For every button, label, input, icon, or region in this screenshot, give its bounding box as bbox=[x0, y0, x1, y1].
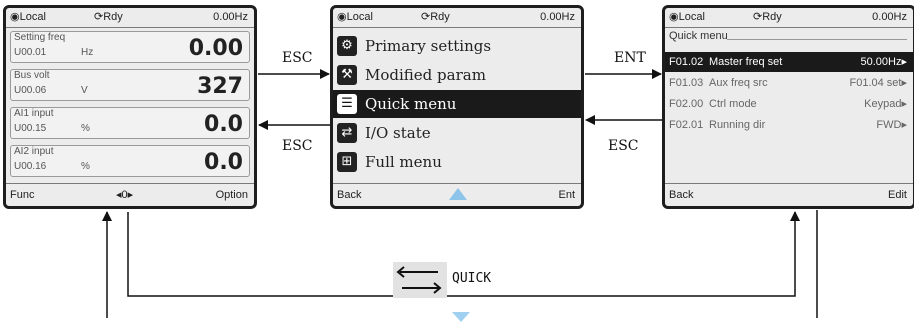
softkey-bar: Back Ent bbox=[333, 183, 581, 206]
monitor-label: Setting freq bbox=[14, 32, 66, 43]
param-name: Ctrl mode bbox=[709, 98, 757, 110]
mode-text: Local bbox=[19, 11, 46, 23]
ent-label: ENT bbox=[614, 50, 646, 66]
menu-item-full-menu[interactable]: ⊞ Full menu bbox=[333, 148, 581, 176]
esc-label-bottom: ESC bbox=[282, 138, 313, 154]
monitor-code: U00.01 bbox=[14, 47, 47, 58]
monitor-value: 0.00 bbox=[188, 36, 243, 61]
param-name: Master freq set bbox=[709, 56, 783, 68]
status-bar: ◉Local ⟳Rdy 0.00Hz bbox=[6, 8, 254, 28]
tools-icon: ⚒ bbox=[337, 65, 357, 85]
menu-item-label: Modified param bbox=[365, 66, 486, 84]
state-text: Rdy bbox=[430, 11, 450, 23]
param-code: F02.01 bbox=[669, 119, 704, 131]
menu-item-primary-settings[interactable]: ⚙ Primary settings bbox=[333, 32, 581, 60]
param-code: F02.00 bbox=[669, 98, 704, 110]
monitor-unit: % bbox=[81, 123, 90, 134]
menu-item-label: Full menu bbox=[365, 153, 442, 171]
main-menu-screen: ◉Local ⟳Rdy 0.00Hz ⚙ Primary settings ⚒ … bbox=[330, 5, 584, 209]
mode-indicator: ◉Local bbox=[337, 11, 373, 23]
param-name: Aux freq src bbox=[709, 77, 768, 89]
run-state: ⟳Rdy bbox=[94, 11, 123, 23]
run-state: ⟳Rdy bbox=[753, 11, 782, 23]
monitor-code: U00.16 bbox=[14, 161, 47, 172]
param-code: F01.02 bbox=[669, 56, 704, 68]
freq-readout: 0.00Hz bbox=[213, 11, 248, 23]
param-name: Running dir bbox=[709, 119, 766, 131]
menu-item-quick-menu[interactable]: ☰ Quick menu bbox=[333, 90, 581, 118]
mode-indicator: ◉Local bbox=[669, 11, 705, 23]
grid-icon: ⊞ bbox=[337, 152, 357, 172]
param-code: F01.03 bbox=[669, 77, 704, 89]
param-value: 50.00Hz▸ bbox=[860, 56, 908, 68]
menu-item-modified-param[interactable]: ⚒ Modified param bbox=[333, 61, 581, 89]
func-softkey[interactable]: Func bbox=[10, 189, 35, 201]
scroll-down-icon bbox=[452, 312, 470, 322]
param-value: Keypad▸ bbox=[864, 98, 907, 110]
monitor-value: 0.0 bbox=[204, 112, 243, 137]
scroll-up-icon bbox=[449, 188, 467, 200]
back-softkey[interactable]: Back bbox=[669, 189, 694, 201]
monitor-unit: Hz bbox=[81, 47, 94, 58]
gear-icon: ⚙ bbox=[337, 36, 357, 56]
menu-item-io-state[interactable]: ⇄ I/O state bbox=[333, 119, 581, 147]
list-icon: ☰ bbox=[337, 94, 357, 114]
state-text: Rdy bbox=[762, 11, 782, 23]
page-indicator: ◂0▸ bbox=[116, 189, 134, 201]
monitor-label: Bus volt bbox=[14, 70, 50, 81]
param-value: F01.04 set▸ bbox=[849, 77, 908, 89]
title-divider bbox=[727, 39, 907, 40]
mode-text: Local bbox=[678, 11, 705, 23]
state-text: Rdy bbox=[103, 11, 123, 23]
param-row-aux-freq[interactable]: F01.03 Aux freq src F01.04 set▸ bbox=[665, 73, 913, 93]
mode-indicator: ◉Local bbox=[10, 11, 46, 23]
quick-menu-screen: ◉Local ⟳Rdy 0.00Hz Quick menu F01.02 Mas… bbox=[662, 5, 914, 209]
monitor-unit: V bbox=[81, 85, 88, 96]
quick-path bbox=[127, 211, 800, 297]
monitor-code: U00.06 bbox=[14, 85, 47, 96]
monitor-screen: ◉Local ⟳Rdy 0.00Hz Setting freq U00.01 H… bbox=[3, 5, 257, 209]
param-row-running-dir[interactable]: F02.01 Running dir FWD▸ bbox=[665, 115, 913, 135]
option-softkey[interactable]: Option bbox=[215, 189, 248, 201]
monitor-item-ai1-input[interactable]: AI1 input U00.15 % 0.0 bbox=[10, 107, 250, 139]
menu-item-label: Primary settings bbox=[365, 37, 492, 55]
param-value: FWD▸ bbox=[876, 119, 907, 131]
param-row-ctrl-mode[interactable]: F02.00 Ctrl mode Keypad▸ bbox=[665, 94, 913, 114]
status-bar: ◉Local ⟳Rdy 0.00Hz bbox=[333, 8, 581, 28]
mode-text: Local bbox=[346, 11, 373, 23]
monitor-value: 0.0 bbox=[204, 150, 243, 175]
menu-item-label: Quick menu bbox=[365, 95, 457, 113]
status-bar: ◉Local ⟳Rdy 0.00Hz bbox=[665, 8, 913, 28]
freq-readout: 0.00Hz bbox=[540, 11, 575, 23]
esc-label-right: ESC bbox=[608, 138, 639, 154]
screen-title: Quick menu bbox=[669, 30, 728, 42]
monitor-value: 327 bbox=[197, 74, 243, 99]
edit-softkey[interactable]: Edit bbox=[888, 189, 907, 201]
io-icon: ⇄ bbox=[337, 123, 357, 143]
monitor-code: U00.15 bbox=[14, 123, 47, 134]
monitor-label: AI1 input bbox=[14, 108, 54, 119]
quick-label: QUICK bbox=[452, 271, 492, 286]
freq-readout: 0.00Hz bbox=[872, 11, 907, 23]
run-state: ⟳Rdy bbox=[421, 11, 450, 23]
monitor-unit: % bbox=[81, 161, 90, 172]
softkey-bar: Back Edit bbox=[665, 183, 913, 206]
param-row-master-freq[interactable]: F01.02 Master freq set 50.00Hz▸ bbox=[665, 52, 913, 72]
quick-key-icon bbox=[393, 262, 447, 298]
back-softkey[interactable]: Back bbox=[337, 189, 362, 201]
esc-label-top: ESC bbox=[282, 50, 313, 66]
monitor-item-ai2-input[interactable]: AI2 input U00.16 % 0.0 bbox=[10, 145, 250, 177]
monitor-label: AI2 input bbox=[14, 146, 54, 157]
monitor-item-setting-freq[interactable]: Setting freq U00.01 Hz 0.00 bbox=[10, 31, 250, 63]
menu-item-label: I/O state bbox=[365, 124, 431, 142]
softkey-bar: Func ◂0▸ Option bbox=[6, 183, 254, 206]
enter-softkey[interactable]: Ent bbox=[558, 189, 575, 201]
monitor-item-bus-volt[interactable]: Bus volt U00.06 V 327 bbox=[10, 69, 250, 101]
